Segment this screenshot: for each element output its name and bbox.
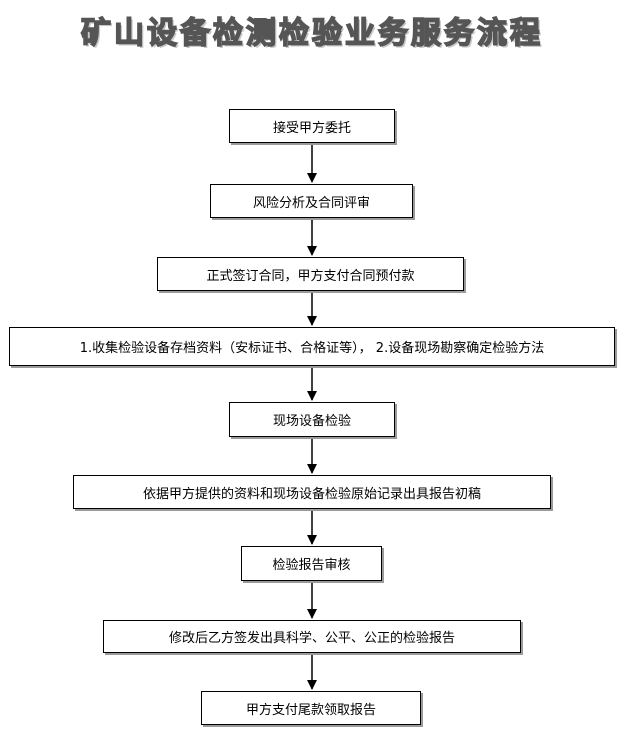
step-onsite-inspection: 现场设备检验 bbox=[229, 402, 395, 437]
step-final-payment: 甲方支付尾款领取报告 bbox=[201, 691, 421, 725]
step-risk-analysis: 风险分析及合同评审 bbox=[210, 184, 413, 218]
step-issue-report: 修改后乙方签发出具科学、公平、公正的检验报告 bbox=[103, 620, 521, 653]
step-sign-contract: 正式签订合同，甲方支付合同预付款 bbox=[157, 257, 464, 291]
step-report-review: 检验报告审核 bbox=[241, 546, 382, 581]
step-draft-report: 依据甲方提供的资料和现场设备检验原始记录出具报告初稿 bbox=[73, 475, 551, 509]
page-title: 矿山设备检测检验业务服务流程 bbox=[80, 15, 543, 52]
step-collect-documents: 1.收集检验设备存档资料（安标证书、合格证等）， 2.设备现场勘察确定检验方法 bbox=[9, 327, 615, 366]
step-accept-commission: 接受甲方委托 bbox=[229, 109, 395, 143]
